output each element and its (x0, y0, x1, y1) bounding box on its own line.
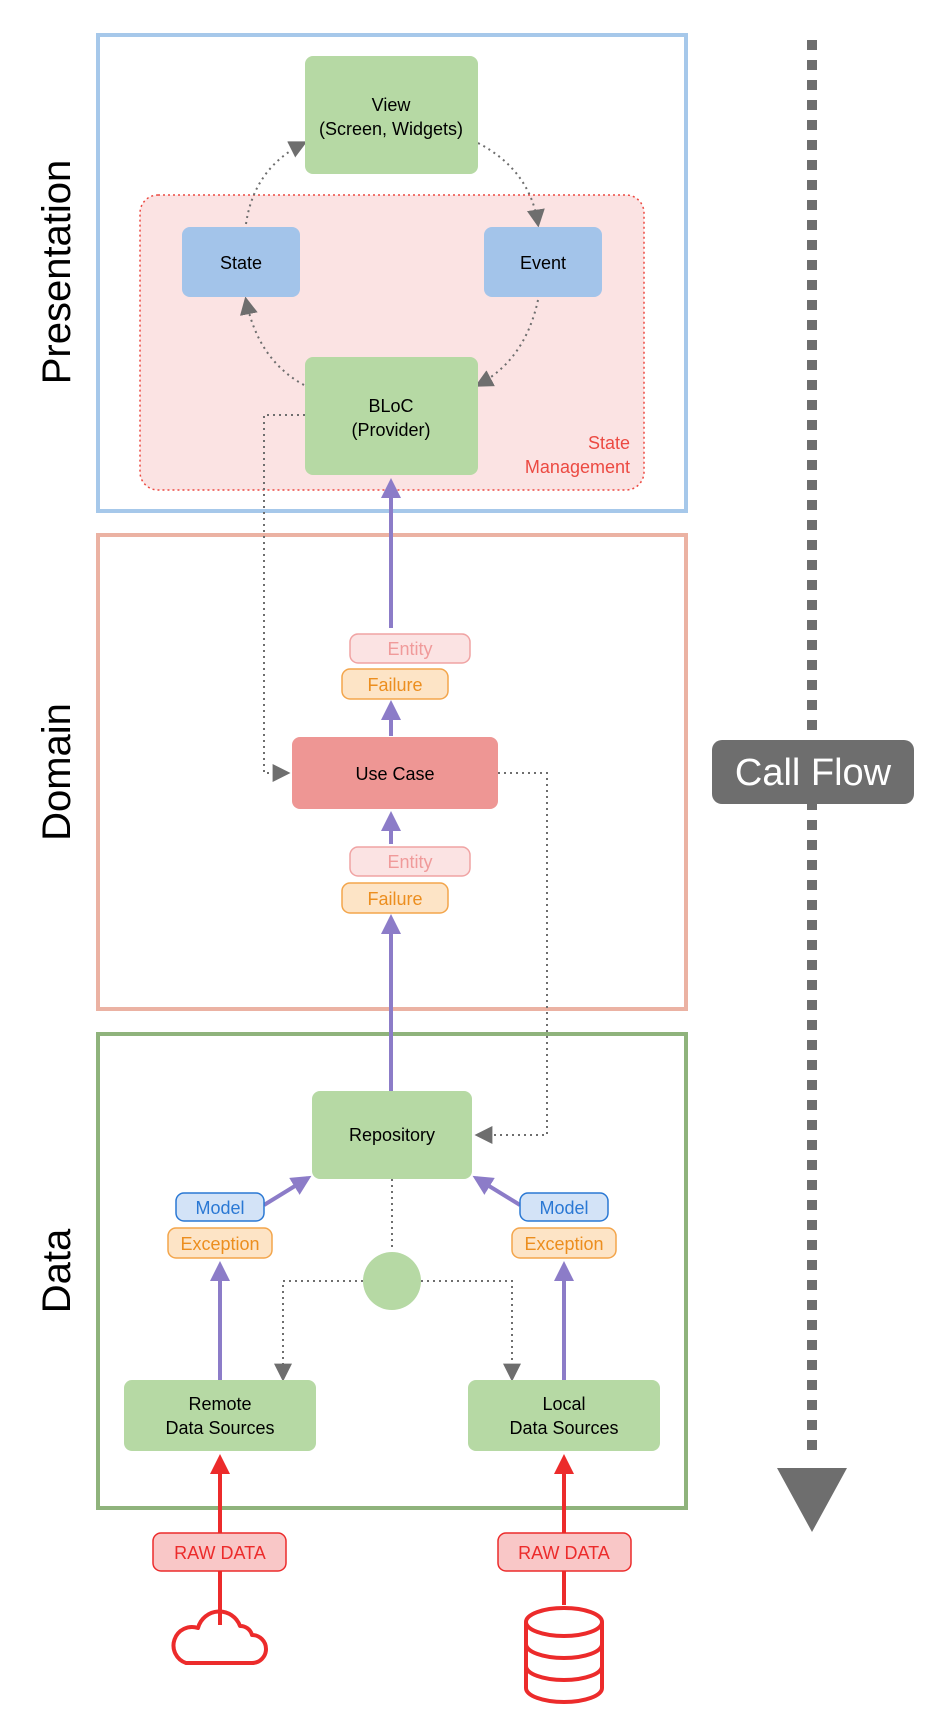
entity-tag-upper (349, 633, 471, 664)
failure-tag-upper (341, 668, 449, 700)
event-box (484, 227, 602, 297)
bloc-label-line1: BLoC (368, 396, 413, 416)
raw-data-tag-left-label: RAW DATA (174, 1543, 266, 1563)
model-tag-right (519, 1192, 609, 1222)
exception-tag-left (167, 1227, 273, 1259)
data-layer-label: Data (35, 1228, 79, 1313)
state-label: State (220, 253, 262, 273)
remote-data-sources-box (124, 1380, 316, 1451)
exception-tag-right (511, 1227, 617, 1259)
remote-label-line2: Data Sources (165, 1418, 274, 1438)
view-label-line2: (Screen, Widgets) (319, 119, 463, 139)
failure-tag-upper-label: Failure (367, 675, 422, 695)
view-box (305, 56, 478, 174)
usecase-to-repository-call-line (474, 772, 548, 1144)
failure-tag-lower (341, 882, 449, 914)
cloud-icon (171, 1609, 268, 1665)
bloc-box (305, 357, 478, 475)
use-case-label: Use Case (355, 764, 434, 784)
state-management-label-line2: Management (525, 457, 630, 477)
raw-data-tag-right-label: RAW DATA (518, 1543, 610, 1563)
presentation-layer-label: Presentation (35, 160, 79, 385)
entity-tag-lower-label: Entity (387, 852, 432, 872)
model-tag-left-label: Model (195, 1198, 244, 1218)
entity-tag-upper-label: Entity (387, 639, 432, 659)
database-icon (524, 1606, 604, 1704)
use-case-box (292, 737, 498, 809)
view-to-event-arrow (477, 142, 545, 228)
exception-tag-left-label: Exception (180, 1234, 259, 1254)
model-tag-left (175, 1192, 265, 1222)
remote-label-line1: Remote (188, 1394, 251, 1414)
repository-label: Repository (349, 1125, 435, 1145)
call-flow-arrowhead (777, 1468, 847, 1532)
junction-node (363, 1252, 421, 1310)
bloc-label-line2: (Provider) (351, 420, 430, 440)
state-box (182, 227, 300, 297)
event-label: Event (520, 253, 566, 273)
repository-box (312, 1091, 472, 1179)
call-flow-label: Call Flow (735, 752, 892, 794)
local-label-line1: Local (542, 1394, 585, 1414)
local-data-sources-box (468, 1380, 660, 1451)
raw-data-tag-right (497, 1532, 632, 1572)
junction-to-remote-line (274, 1280, 363, 1382)
raw-data-tag-left (152, 1532, 287, 1572)
view-label-line1: View (372, 95, 412, 115)
left-model-to-repository-arrow (262, 1175, 312, 1207)
entity-tag-lower (349, 846, 471, 877)
junction-to-local-line (421, 1280, 521, 1382)
local-label-line2: Data Sources (509, 1418, 618, 1438)
domain-layer-label: Domain (35, 703, 79, 841)
exception-tag-right-label: Exception (524, 1234, 603, 1254)
model-tag-right-label: Model (539, 1198, 588, 1218)
event-to-bloc-arrow (474, 299, 539, 387)
failure-tag-lower-label: Failure (367, 889, 422, 909)
right-model-to-repository-arrow (472, 1175, 522, 1207)
call-flow-badge (712, 740, 914, 804)
state-management-label-line1: State (588, 433, 630, 453)
